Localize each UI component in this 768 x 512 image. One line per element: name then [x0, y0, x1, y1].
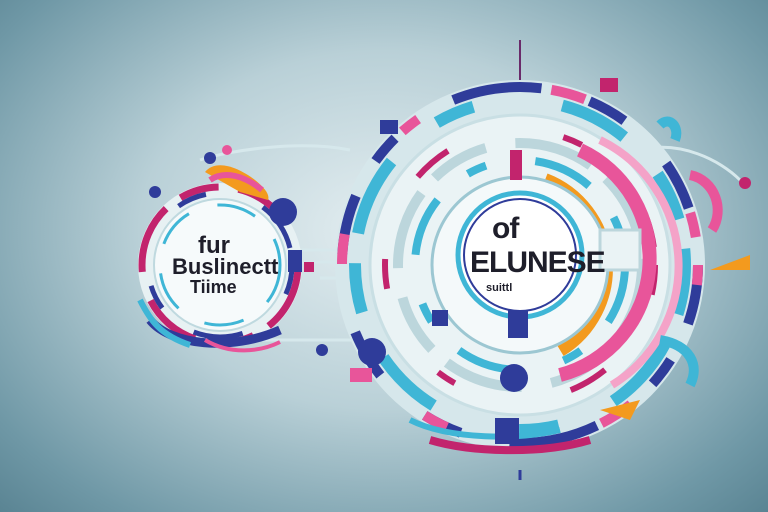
right-circle-line-2: ELUNESE	[470, 246, 606, 279]
left-circle-line-1: fur	[198, 232, 230, 259]
right-circle-line-1: of	[492, 212, 519, 245]
left-circle-line-3: Tiime	[190, 277, 237, 297]
right-gear-cluster	[335, 78, 751, 455]
left-gear-cluster	[137, 145, 328, 356]
left-circle-line-2: Buslinectt	[172, 254, 279, 279]
right-circle-line-3: suittl	[486, 282, 513, 294]
